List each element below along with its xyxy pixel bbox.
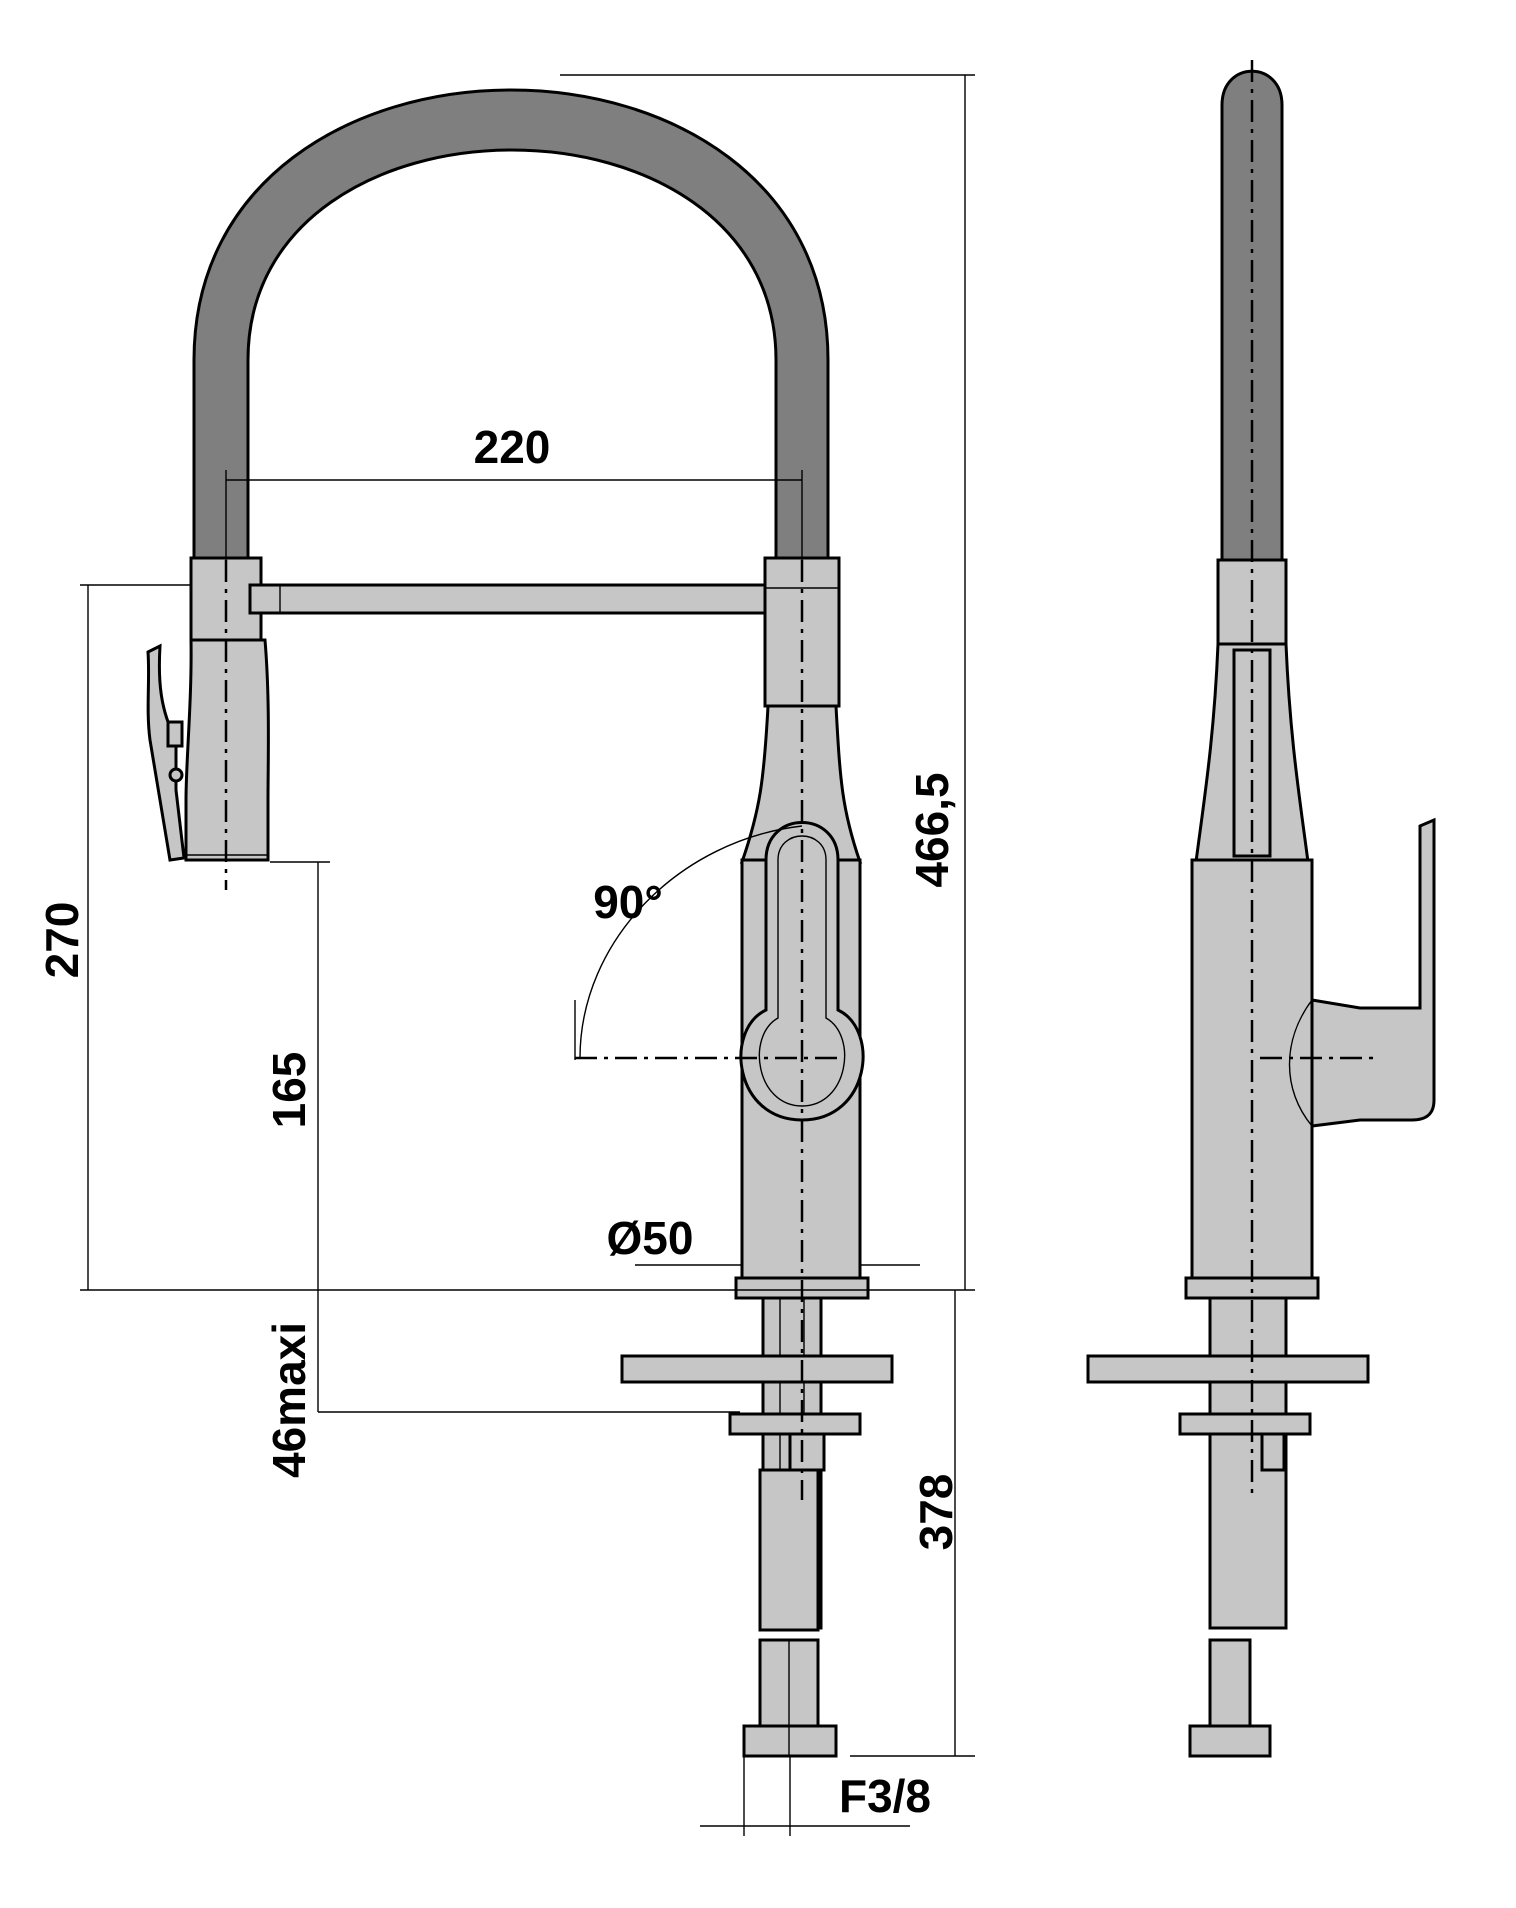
outlet-height-dimension: 270 — [36, 902, 88, 979]
front-view — [146, 88, 894, 1758]
reach-dimension: 220 — [474, 421, 551, 473]
rotation-angle: 90° — [593, 876, 663, 928]
deck-thickness-dimension: 46maxi — [263, 1322, 315, 1478]
hose-connector — [742, 1724, 838, 1758]
supply-hose — [758, 1468, 820, 1632]
diameter-dimension: Ø50 — [607, 1212, 694, 1264]
side-view — [1086, 60, 1436, 1758]
total-height-dimension: 466,5 — [906, 772, 958, 887]
shank-length-dimension: 378 — [910, 1474, 962, 1551]
dimension-lines — [80, 74, 975, 1836]
clearance-dimension: 165 — [263, 1052, 315, 1129]
flexible-hose — [192, 88, 830, 562]
connection-thread: F3/8 — [839, 1770, 931, 1822]
mounting-plate — [620, 1354, 894, 1384]
spray-lever — [146, 643, 186, 862]
guide-arm — [248, 583, 772, 615]
fixing-nut — [728, 1412, 862, 1436]
side-lever — [1310, 817, 1436, 1128]
